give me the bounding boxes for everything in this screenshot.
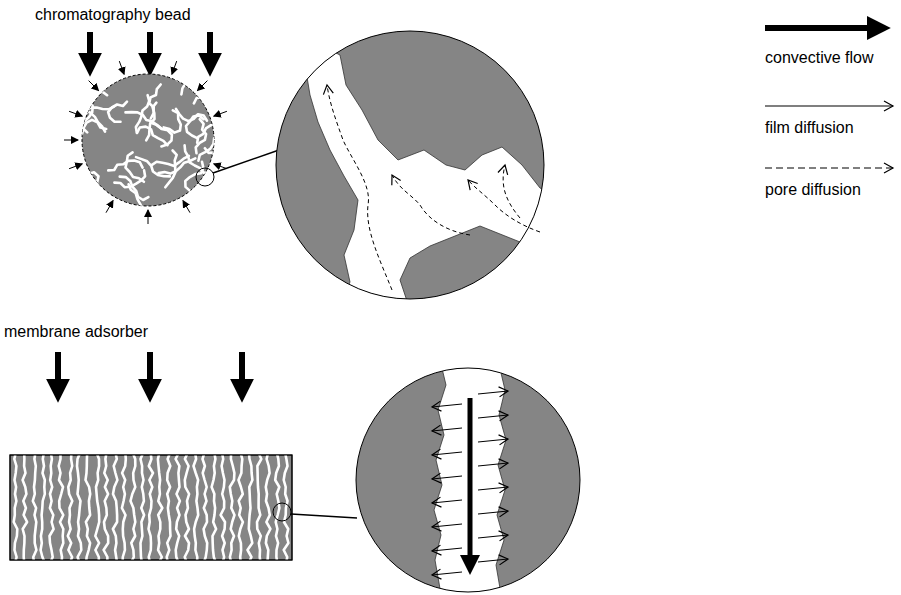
membrane-pores: [14, 455, 289, 560]
legend-text: convective flow: [765, 48, 874, 67]
heading-label: membrane adsorber: [4, 322, 148, 341]
bead-zoom: [276, 31, 560, 310]
legend-samples: [765, 28, 893, 168]
legend-text: film diffusion: [765, 118, 854, 137]
legend-text: pore diffusion: [765, 180, 861, 199]
film-arrows: [64, 61, 227, 224]
convective-arrows: [58, 352, 242, 392]
membrane-zoom: [356, 360, 580, 595]
bead: [82, 74, 214, 206]
heading-label: chromatography bead: [35, 5, 191, 24]
leader-line: [291, 514, 357, 518]
leader-line: [213, 150, 279, 173]
zoom-marker: [196, 168, 214, 186]
zoom-marker: [273, 503, 291, 521]
convective-arrows: [90, 32, 210, 66]
bead-pores: [54, 60, 229, 232]
